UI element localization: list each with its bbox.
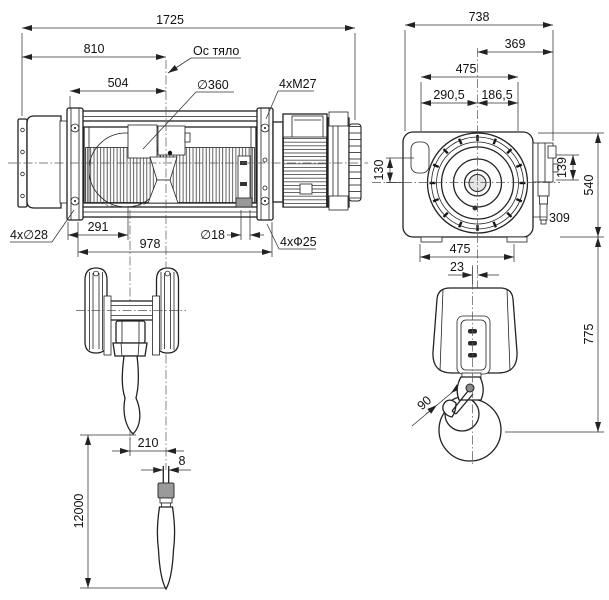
dim-978: 978 — [140, 237, 161, 251]
sheave-cheek-right — [155, 267, 180, 354]
label-hole-18: ∅18 — [200, 228, 225, 242]
rope-weight — [156, 506, 176, 591]
dim-291: 291 — [88, 220, 109, 234]
safety-latch — [451, 390, 469, 412]
lower-dimensions: 210 8 12000 — [72, 434, 191, 589]
motor-fins — [283, 136, 327, 208]
limit-bracket — [235, 155, 253, 208]
dim-1725: 1725 — [156, 13, 184, 27]
brake-cap — [348, 123, 362, 202]
dim-309: 309 — [549, 211, 570, 225]
dim-12000: 12000 — [72, 494, 86, 529]
label-holes-25: 4xФ25 — [280, 235, 317, 249]
gearbox-housing — [17, 115, 69, 209]
main-side-view — [8, 60, 368, 470]
dim-475-bottom: 475 — [450, 242, 471, 256]
hook-tip — [442, 399, 457, 418]
hook — [438, 376, 502, 462]
dim-475-top: 475 — [456, 62, 477, 76]
label-axis: Ос тяло — [193, 44, 239, 58]
hook-shank-side — [121, 355, 141, 435]
main-view-bottom-dimensions: 4x∅28 291 978 ∅18 4xФ25 — [10, 206, 317, 257]
dim-139: 139 — [555, 157, 569, 178]
left-end-plate — [66, 107, 84, 221]
mounting-slot — [410, 141, 430, 174]
dim-210: 210 — [138, 436, 159, 450]
end-view — [372, 48, 560, 292]
dim-810: 810 — [84, 42, 105, 56]
dim-23: 23 — [450, 260, 464, 274]
trunnion-block — [115, 320, 146, 344]
frame — [66, 107, 274, 221]
label-drum-diameter: ∅360 — [197, 78, 229, 92]
rope-clamp — [157, 482, 175, 499]
dim-775: 775 — [582, 324, 596, 345]
label-holes-28: 4x∅28 — [10, 228, 48, 242]
motor — [272, 111, 362, 211]
hook-block-side-view — [76, 267, 186, 435]
dim-738: 738 — [469, 10, 490, 24]
main-view-top-dimensions: 1725 810 504 Ос тяло ∅360 4xМ27 — [21, 13, 356, 150]
right-end-plate — [256, 107, 274, 221]
dim-369: 369 — [505, 37, 526, 51]
dim-290-5: 290,5 — [433, 88, 464, 102]
dim-504: 504 — [108, 76, 129, 90]
terminal-box — [291, 115, 324, 139]
dim-186-5: 186,5 — [481, 88, 512, 102]
hook-block-front-view — [432, 265, 518, 465]
dim-8: 8 — [179, 454, 186, 468]
label-bolts-m27: 4xМ27 — [279, 77, 317, 91]
dim-540: 540 — [582, 175, 596, 196]
dim-130: 130 — [372, 160, 386, 181]
latch-pivot — [465, 383, 475, 393]
limit-switch — [532, 142, 559, 225]
rope-assembly — [156, 466, 176, 591]
